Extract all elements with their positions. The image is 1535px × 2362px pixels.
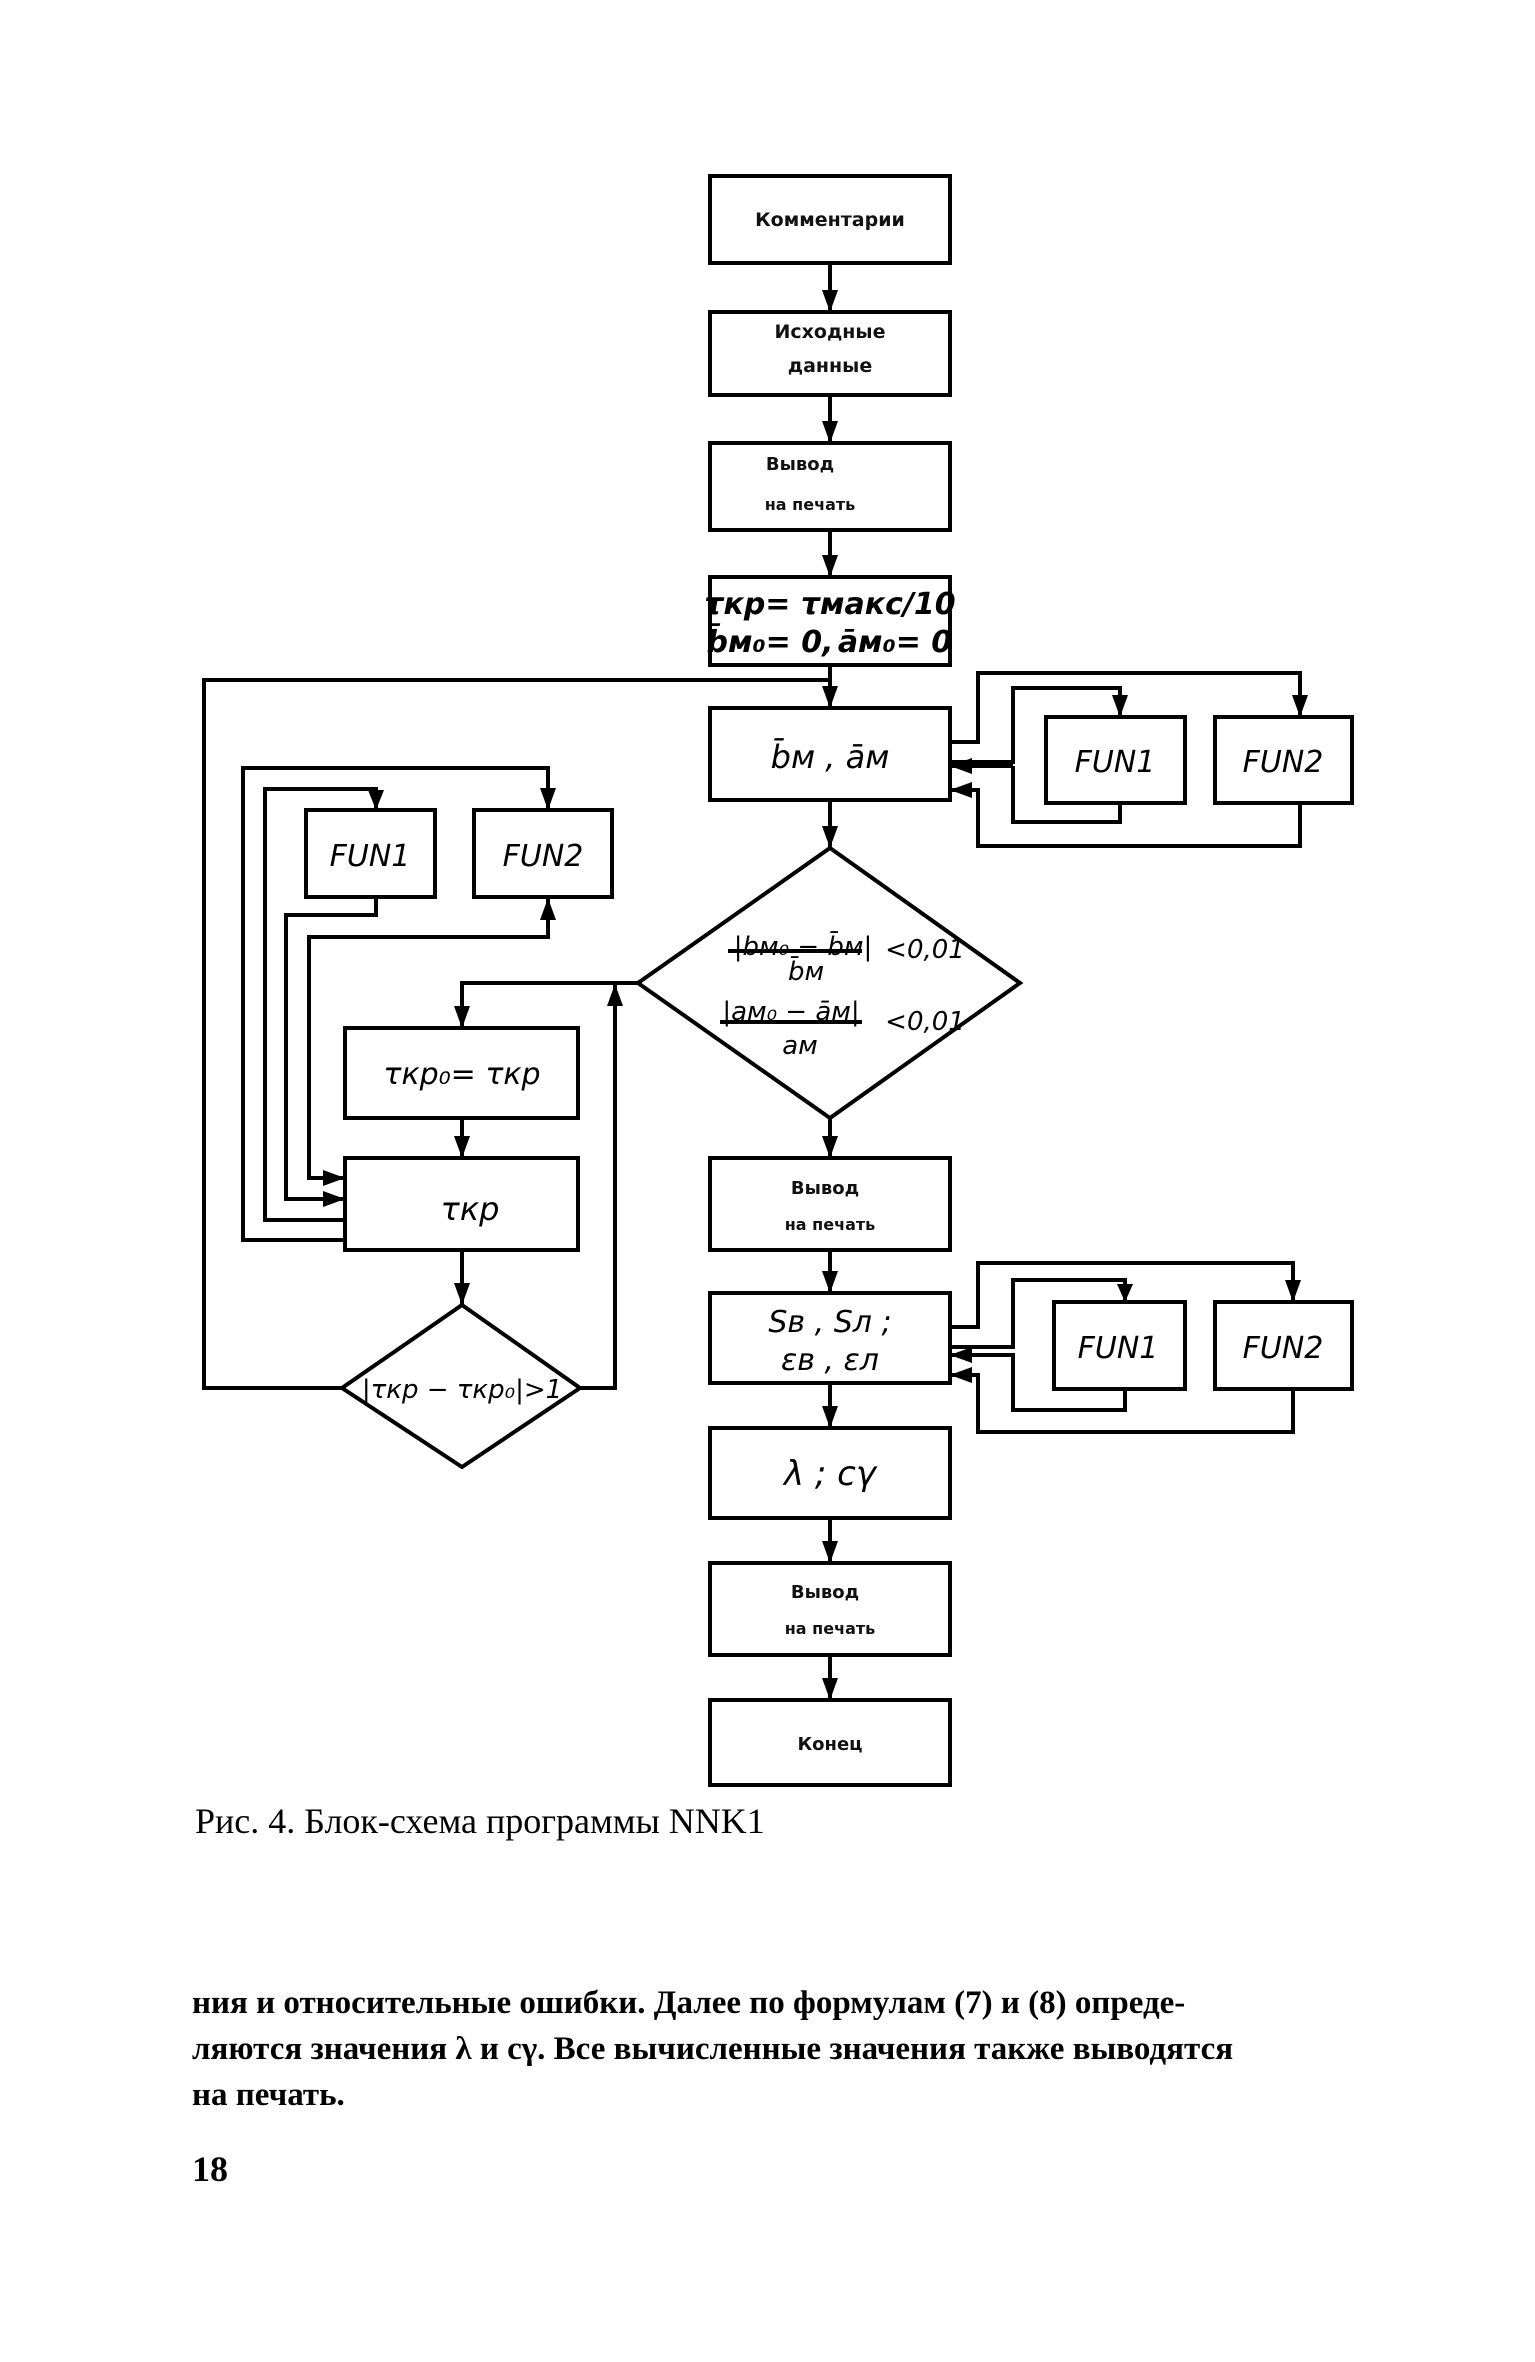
tau-label: τкр — [441, 1190, 500, 1228]
arrow-down-icon — [822, 686, 838, 708]
box-print-3: Вывод на печать — [708, 1561, 952, 1657]
arrow-down-icon — [454, 1136, 470, 1158]
box-fun2-lower: FUN2 — [1213, 1300, 1354, 1391]
arrow-down-icon — [822, 1541, 838, 1563]
box-fun2-left: FUN2 — [472, 808, 614, 899]
cond2-denominator: aм — [782, 1031, 818, 1061]
box-print-3-line1: Вывод — [791, 1582, 859, 1603]
body-line: ния и относительные ошибки. Далее по фор… — [192, 1985, 1186, 2021]
box-input-data: Исходные данные — [708, 310, 952, 397]
arrow-down-icon — [822, 1136, 838, 1158]
ba-label: b̄м , āм — [771, 737, 890, 776]
init-line1: τкр= τмакс/10 — [704, 587, 955, 622]
box-compute-lambda: λ ; cγ — [708, 1426, 952, 1520]
lambda-label: λ ; cγ — [782, 1454, 878, 1494]
box-end: Конец — [708, 1698, 952, 1787]
body-line: на печать. — [192, 2077, 345, 2113]
box-print-1: Вывод на печать — [708, 441, 952, 532]
arrow-down-icon — [1292, 695, 1308, 717]
box-print-2-line2: на печать — [785, 1215, 876, 1234]
page-number: 18 — [192, 2149, 228, 2189]
outer-loop-connector — [202, 678, 830, 1390]
fun1-label: FUN1 — [1078, 1331, 1159, 1366]
init-line2b: āм₀= 0 — [838, 625, 952, 660]
left-loop-connectors — [454, 981, 638, 1390]
arrow-down-icon — [822, 826, 838, 848]
arrow-left-icon — [950, 1347, 972, 1363]
arrow-down-icon — [1285, 1280, 1301, 1302]
right-fun-connectors-upper — [950, 671, 1308, 848]
arrow-up-icon — [607, 984, 623, 1006]
box-comments-label: Комментарии — [755, 209, 905, 231]
arrow-down-icon — [822, 1406, 838, 1428]
arrow-down-icon — [822, 290, 838, 312]
arrow-down-icon — [822, 1678, 838, 1700]
arrow-down-icon — [822, 555, 838, 577]
box-fun1-lower: FUN1 — [1052, 1300, 1187, 1391]
arrow-down-icon — [1112, 695, 1128, 717]
main-connectors — [822, 263, 838, 1700]
init-line2a: b̄м₀= 0, — [707, 624, 834, 660]
box-init: τкр= τмакс/10 b̄м₀= 0, āм₀= 0 — [704, 575, 956, 667]
box-print-2-line1: Вывод — [791, 1178, 859, 1199]
arrow-down-icon — [540, 788, 556, 810]
box-compute-tau: τкр — [343, 1156, 580, 1252]
arrow-right-icon — [323, 1191, 345, 1207]
box-end-label: Конец — [797, 1734, 862, 1755]
arrow-down-icon — [454, 1283, 470, 1305]
box-print-2: Вывод на печать — [708, 1156, 952, 1252]
box-fun1-upper: FUN1 — [1044, 715, 1187, 805]
box-compute-s-e: Sв , Sл ; εв , εл — [708, 1291, 952, 1385]
figure-caption: Рис. 4. Блок-схема программы NNK1 — [195, 1801, 765, 1841]
se-line1: Sв , Sл ; — [768, 1305, 891, 1340]
save-tau-label: τкр₀= τкр — [383, 1057, 540, 1092]
diamond-tau-check: |τкр − τкр₀|>1 — [338, 1302, 584, 1470]
box-print-3-line2: на печать — [785, 1619, 876, 1638]
arrow-up-icon — [540, 898, 556, 920]
box-input-data-line2: данные — [788, 355, 873, 377]
box-input-data-line1: Исходные — [774, 321, 885, 343]
arrow-left-icon — [950, 758, 972, 774]
box-fun1-left: FUN1 — [304, 808, 437, 899]
left-fun-connectors — [241, 766, 556, 1242]
body-paragraph: ния и относительные ошибки. Далее по фор… — [192, 1980, 1352, 2118]
cond1-rhs: <0,01 — [885, 935, 965, 965]
arrow-down-icon — [1117, 1284, 1133, 1302]
box-fun2-upper: FUN2 — [1213, 715, 1354, 805]
box-save-tau: τкр₀= τкр — [343, 1026, 580, 1120]
arrow-down-icon — [822, 1271, 838, 1293]
tau-check-label: |τкр − τкр₀|>1 — [362, 1375, 562, 1405]
arrow-left-icon — [950, 1367, 972, 1383]
arrow-left-icon — [950, 782, 972, 798]
fun2-label: FUN2 — [503, 839, 584, 874]
flowchart: Комментарии Исходные данные Вывод на печ… — [202, 174, 1354, 1787]
cond1-numerator: |bм₀ − b̄м| — [734, 930, 873, 962]
fun2-label: FUN2 — [1243, 1331, 1324, 1366]
arrow-down-icon — [454, 1006, 470, 1028]
cond1-denominator: b̄м — [788, 955, 824, 987]
box-comments: Комментарии — [708, 174, 952, 265]
fun1-label: FUN1 — [1075, 745, 1156, 780]
arrow-right-icon — [323, 1170, 345, 1186]
se-line2: εв , εл — [781, 1343, 879, 1378]
fun1-label: FUN1 — [330, 839, 411, 874]
cond2-rhs: <0,01 — [885, 1007, 965, 1037]
box-compute-ba: b̄м , āм — [708, 706, 952, 802]
arrow-down-icon — [368, 790, 384, 810]
right-fun-connectors-lower — [950, 1261, 1301, 1434]
box-print-1-line1: Вывод — [766, 454, 834, 475]
body-line: ляются значения λ и cγ. Все вычисленные … — [192, 2031, 1234, 2067]
arrow-down-icon — [822, 421, 838, 443]
fun2-label: FUN2 — [1243, 745, 1324, 780]
diamond-convergence-check: |bм₀ − b̄м| b̄м <0,01 |aм₀ − āм| aм <0,0… — [634, 845, 1024, 1121]
box-print-1-line2: на печать — [765, 495, 856, 514]
